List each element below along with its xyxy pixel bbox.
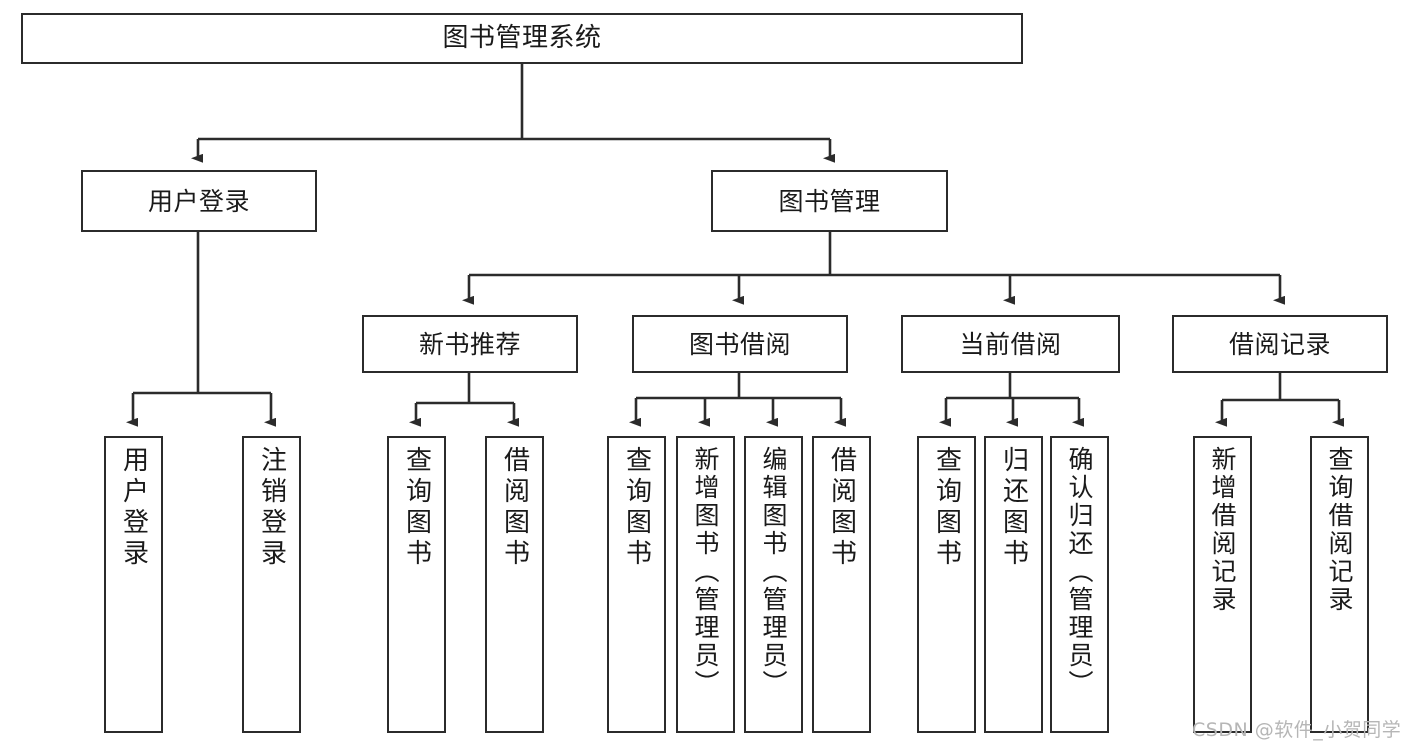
node-book-management[interactable]: 图书管理 <box>711 170 948 232</box>
node-label: 编辑图书（管理员） <box>759 446 788 698</box>
leaf-borrow-record-query-record[interactable]: 查询借阅记录 <box>1310 436 1369 733</box>
leaf-user-login-logout[interactable]: 注销登录 <box>242 436 301 733</box>
node-new-book-recommend[interactable]: 新书推荐 <box>362 315 578 373</box>
node-label: 用户登录 <box>147 186 250 216</box>
node-label: 查询图书 <box>401 446 432 570</box>
node-label: 查询图书 <box>621 446 652 570</box>
leaf-borrow-record-add-record[interactable]: 新增借阅记录 <box>1193 436 1252 733</box>
csdn-watermark: CSDN @软件_小贺同学 <box>1192 719 1402 741</box>
node-label: 图书管理 <box>778 186 881 216</box>
node-label: 图书借阅 <box>688 329 791 359</box>
node-user-login[interactable]: 用户登录 <box>81 170 317 232</box>
leaf-book-borrow-add-book[interactable]: 新增图书（管理员） <box>676 436 735 733</box>
node-label: 注销登录 <box>256 446 287 570</box>
node-label: 查询借阅记录 <box>1325 446 1354 614</box>
leaf-new-book-borrow-book[interactable]: 借阅图书 <box>485 436 544 733</box>
node-label: 借阅图书 <box>499 446 530 570</box>
leaf-current-borrow-query-book[interactable]: 查询图书 <box>917 436 976 733</box>
node-label: 图书管理系统 <box>442 23 602 54</box>
node-current-borrow[interactable]: 当前借阅 <box>901 315 1120 373</box>
node-label: 新增借阅记录 <box>1208 446 1237 614</box>
leaf-book-borrow-edit-book[interactable]: 编辑图书（管理员） <box>744 436 803 733</box>
node-label: 借阅图书 <box>826 446 857 570</box>
node-borrow-record[interactable]: 借阅记录 <box>1172 315 1388 373</box>
node-label: 用户登录 <box>118 446 149 570</box>
leaf-book-borrow-borrow-book[interactable]: 借阅图书 <box>812 436 871 733</box>
node-label: 归还图书 <box>998 446 1029 570</box>
leaf-new-book-query-book[interactable]: 查询图书 <box>387 436 446 733</box>
leaf-current-borrow-confirm-return[interactable]: 确认归还（管理员） <box>1050 436 1109 733</box>
node-label: 新书推荐 <box>418 329 521 359</box>
leaf-book-borrow-query-book[interactable]: 查询图书 <box>607 436 666 733</box>
leaf-current-borrow-return-book[interactable]: 归还图书 <box>984 436 1043 733</box>
node-label: 确认归还（管理员） <box>1065 446 1094 698</box>
leaf-user-login-login[interactable]: 用户登录 <box>104 436 163 733</box>
node-label: 新增图书（管理员） <box>691 446 720 698</box>
node-book-borrow[interactable]: 图书借阅 <box>632 315 848 373</box>
node-label: 当前借阅 <box>959 329 1062 359</box>
node-label: 查询图书 <box>931 446 962 570</box>
node-root-system[interactable]: 图书管理系统 <box>21 13 1023 64</box>
node-label: 借阅记录 <box>1228 329 1331 359</box>
